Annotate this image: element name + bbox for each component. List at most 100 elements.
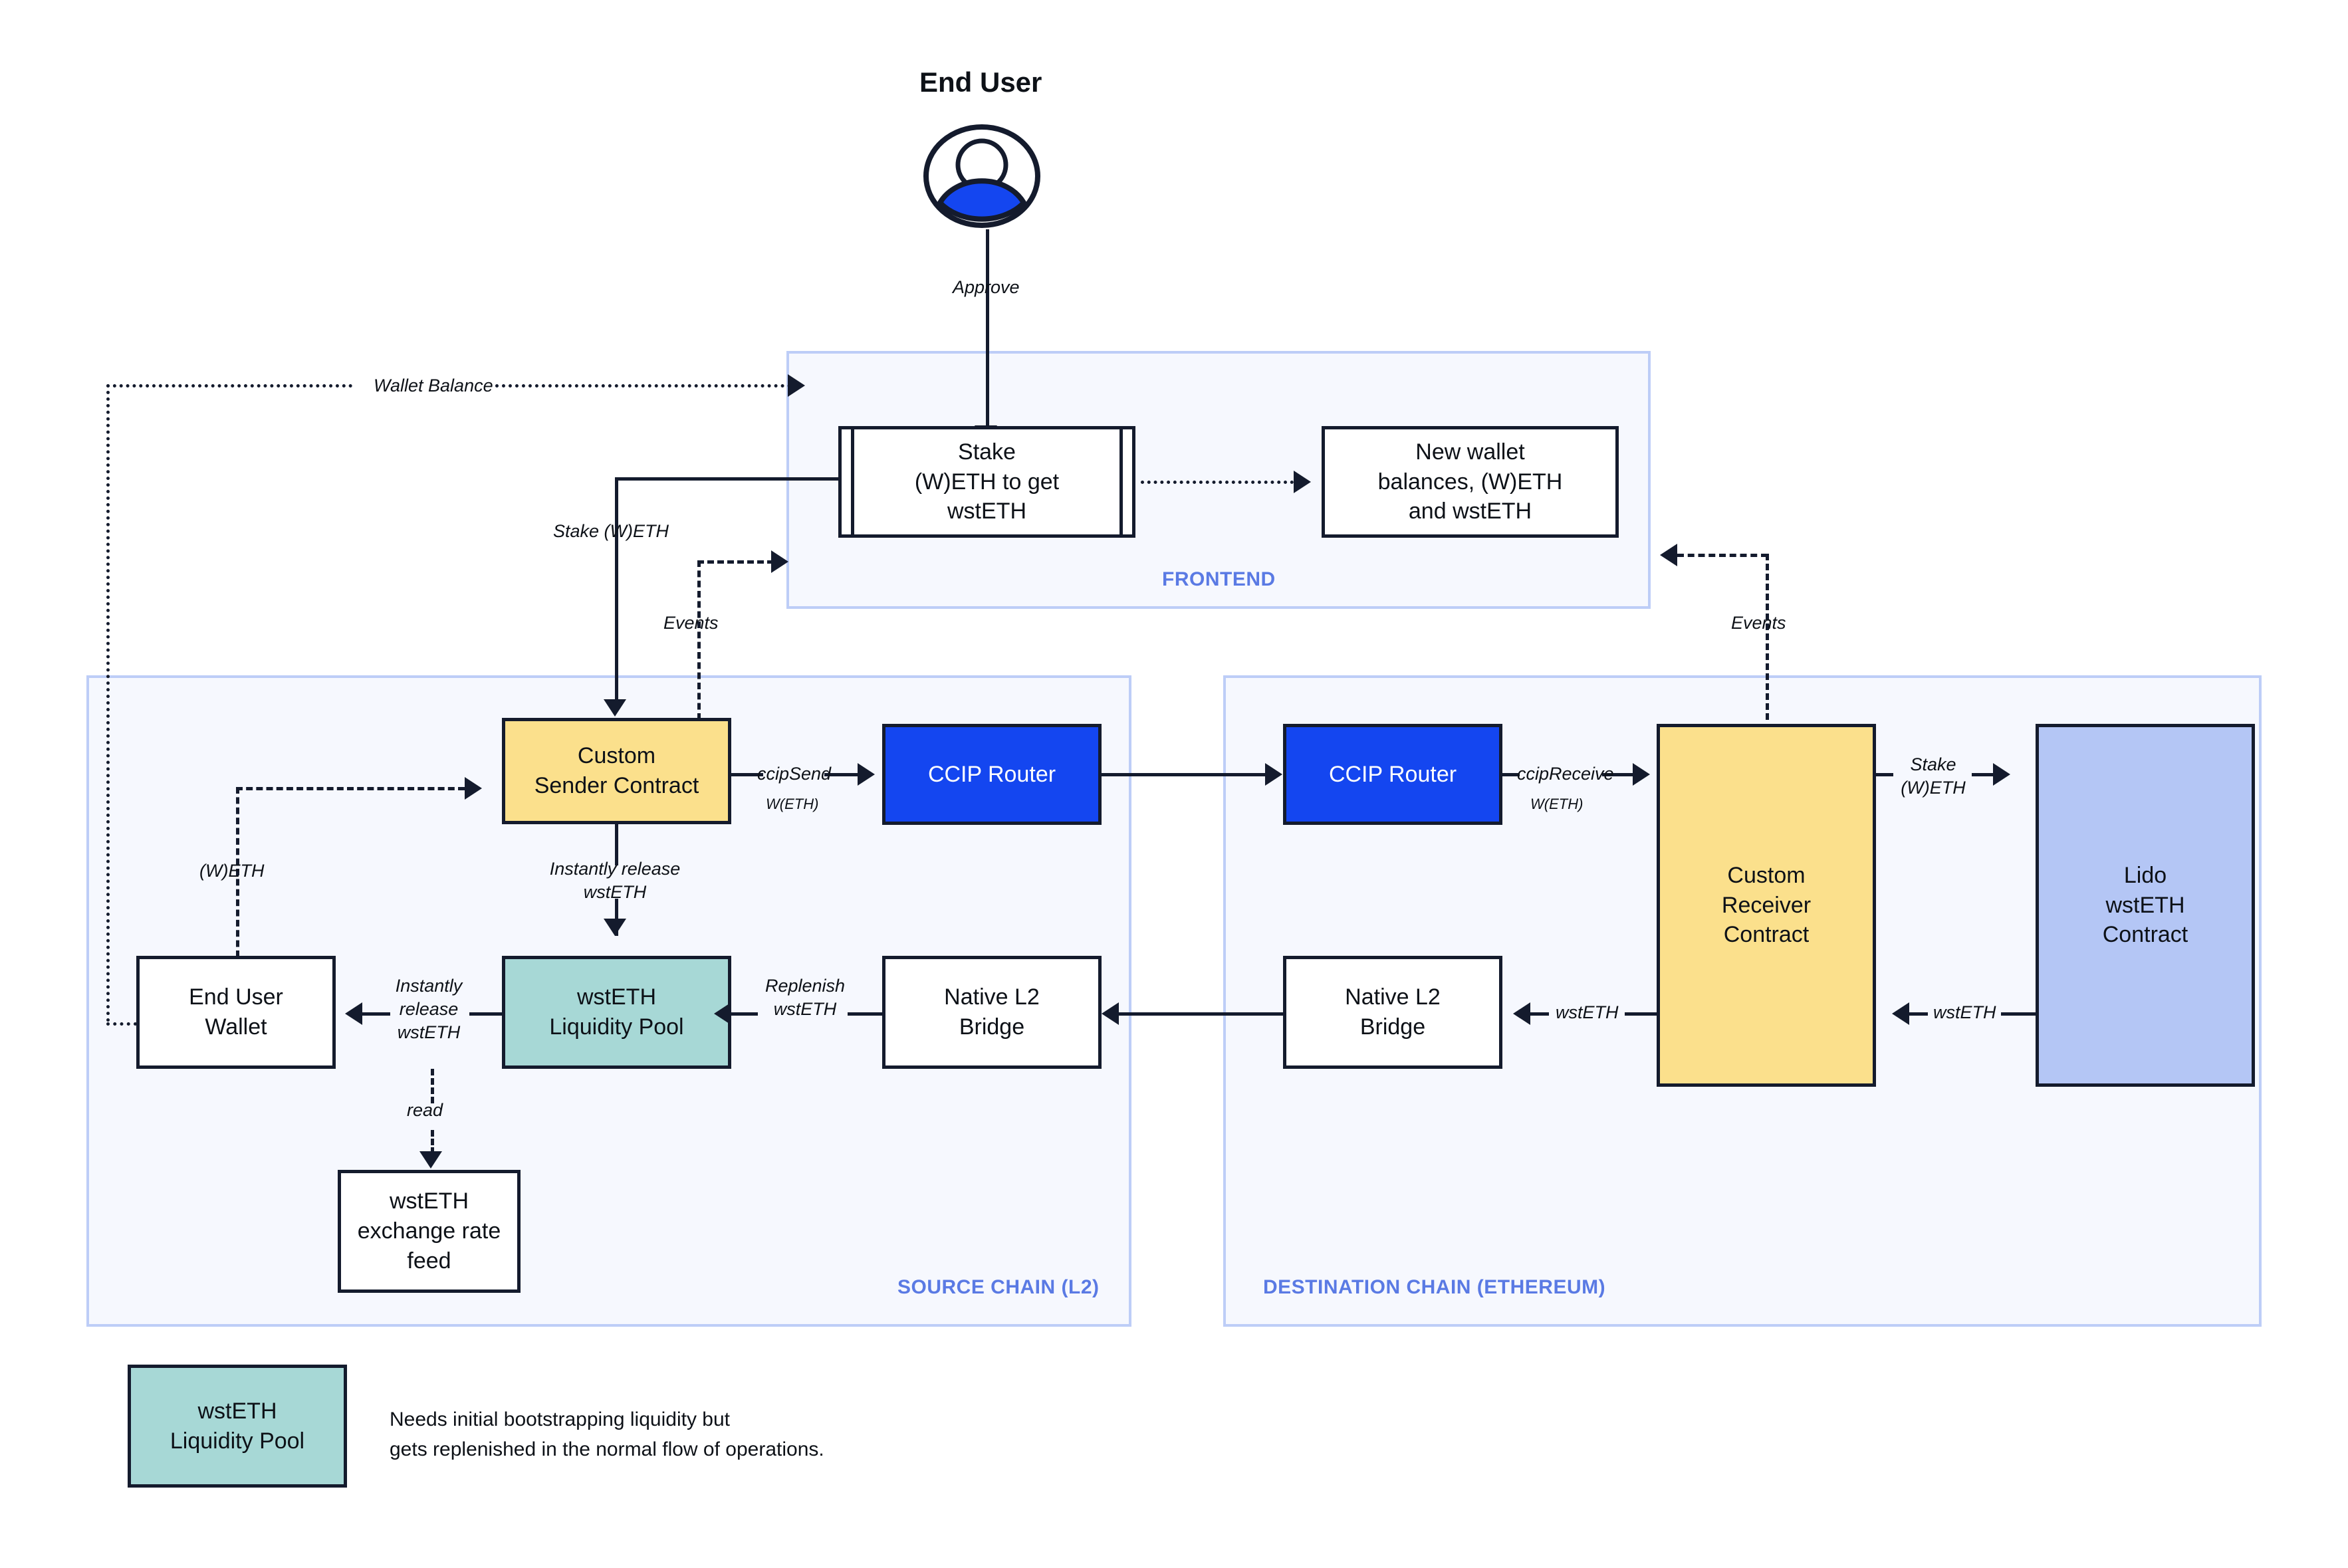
edge-label-stake-weth-dst: Stake (W)ETH [1901, 754, 1966, 798]
edge-label-stake-weth: Stake (W)ETH [553, 521, 669, 541]
node-end-user-wallet[interactable]: End User Wallet [136, 956, 336, 1069]
edge-bridge-to-pool-arrowhead [714, 1002, 731, 1025]
edge-wsteth-lido-arrowhead [1892, 1002, 1909, 1025]
edge-label-events-dst: Events [1731, 613, 1786, 633]
edge-router-to-router [1102, 773, 1265, 776]
edge-wsteth-receiver-arrowhead [1513, 1002, 1530, 1025]
node-ccip-router-source[interactable]: CCIP Router [882, 724, 1102, 825]
edge-wsteth-lido-line-b [1909, 1012, 1928, 1016]
edge-wallet-balance-horizontal-right [495, 384, 798, 388]
edge-label-ccipreceive: ccipReceive [1517, 764, 1614, 784]
edge-stake-weth-horizontal [615, 477, 841, 481]
edge-sender-to-pool-arrowhead [604, 919, 626, 936]
edge-weth-horizontal [236, 787, 465, 790]
edge-label-wsteth-lido: wstETH [1933, 1002, 1996, 1022]
edge-stakeui-to-balances-arrowhead [1294, 471, 1311, 493]
edge-events-dst-vertical [1766, 554, 1769, 720]
node-lido-wsteth-contract-label: Lido wstETH Contract [2102, 862, 2188, 948]
edge-sender-to-pool-line-b [615, 899, 618, 936]
edge-wallet-balance-stub-to-wallet [106, 1022, 137, 1026]
edge-stake-weth-dst-line-a [1876, 773, 1893, 776]
edge-stakeui-to-balances [1141, 481, 1294, 484]
edge-approve-line [986, 229, 989, 432]
edge-events-src-vertical [697, 560, 701, 720]
node-native-l2-bridge-destination[interactable]: Native L2 Bridge [1283, 956, 1502, 1069]
node-custom-sender-contract-label: Custom Sender Contract [534, 743, 699, 798]
node-wsteth-exchange-rate-feed[interactable]: wstETH exchange rate feed [338, 1170, 521, 1293]
node-custom-receiver-contract-label: Custom Receiver Contract [1721, 862, 1812, 948]
edge-ccipreceive-line-a [1502, 773, 1520, 776]
edge-ccipsend-line-a [731, 773, 763, 776]
edge-label-weth: (W)ETH [199, 861, 265, 881]
node-native-l2-bridge-destination-label: Native L2 Bridge [1345, 984, 1441, 1040]
node-stake-ui-label: Stake (W)ETH to get wstETH [914, 439, 1060, 524]
node-new-wallet-balances[interactable]: New wallet balances, (W)ETH and wstETH [1322, 426, 1619, 538]
user-avatar-icon [922, 123, 1042, 233]
edge-label-wsteth-receiver: wstETH [1556, 1002, 1619, 1022]
page-title: End User [919, 66, 1042, 98]
node-wsteth-liquidity-pool[interactable]: wstETH Liquidity Pool [502, 956, 731, 1069]
edge-label-instantly-release-pool: Instantly release wstETH [549, 859, 681, 903]
edge-label-read: read [407, 1100, 443, 1120]
edge-events-dst-horizontal [1677, 554, 1768, 557]
edge-events-dst-arrowhead [1660, 544, 1677, 566]
edge-label-replenish: Replenish wstETH [764, 976, 846, 1020]
edge-ccipreceive-line-b [1602, 773, 1633, 776]
edge-stake-weth-dst-arrowhead [1993, 763, 2010, 786]
zone-destination-chain-label: DESTINATION CHAIN (ETHEREUM) [1263, 1276, 1606, 1298]
node-custom-receiver-contract[interactable]: Custom Receiver Contract [1657, 724, 1876, 1087]
edge-weth-arrowhead [465, 777, 482, 800]
edge-label-wallet-balance: Wallet Balance [374, 376, 493, 395]
node-new-wallet-balances-label: New wallet balances, (W)ETH and wstETH [1377, 439, 1563, 524]
node-wsteth-liquidity-pool-label: wstETH Liquidity Pool [549, 984, 684, 1040]
edge-ccipreceive-arrowhead [1633, 763, 1650, 786]
edge-ccipsend-line-b [824, 773, 858, 776]
node-stake-ui[interactable]: Stake (W)ETH to get wstETH [838, 426, 1135, 538]
edge-label-approve: Approve [953, 277, 1020, 297]
edge-events-src-horizontal [697, 560, 774, 564]
edge-bridge-to-bridge [1119, 1012, 1283, 1016]
node-ccip-router-source-label: CCIP Router [927, 761, 1056, 787]
edge-wsteth-receiver-line-a [1625, 1012, 1657, 1016]
edge-pool-to-wallet-line-b [362, 1012, 390, 1016]
node-wsteth-exchange-rate-feed-label: wstETH exchange rate feed [357, 1188, 501, 1274]
legend-note: Needs initial bootstrapping liquidity bu… [390, 1408, 824, 1460]
edge-label-events-src: Events [663, 613, 719, 633]
edge-read-arrowhead [419, 1151, 442, 1169]
node-custom-sender-contract[interactable]: Custom Sender Contract [502, 718, 731, 824]
edge-wallet-balance-arrowhead [788, 374, 805, 397]
edge-bridge-to-pool-line-a [848, 1012, 882, 1016]
legend-swatch-label: wstETH Liquidity Pool [170, 1398, 305, 1454]
zone-frontend-label: FRONTEND [1162, 568, 1276, 590]
edge-stake-weth-arrowhead [604, 699, 626, 717]
node-ccip-router-destination-label: CCIP Router [1328, 761, 1457, 787]
edge-sender-to-pool-line-a [615, 824, 618, 865]
node-native-l2-bridge-source-label: Native L2 Bridge [944, 984, 1040, 1040]
zone-source-chain-label: SOURCE CHAIN (L2) [897, 1276, 1100, 1298]
node-end-user-wallet-label: End User Wallet [189, 984, 283, 1040]
edge-wsteth-receiver-line-b [1530, 1012, 1549, 1016]
edge-read-vertical-b [431, 1130, 434, 1154]
edge-stake-weth-dst-line-b [1972, 773, 1993, 776]
edge-label-ccipreceive-sub: W(ETH) [1530, 796, 1584, 812]
edge-label-ccipsend-sub: W(ETH) [766, 796, 819, 812]
edge-wallet-balance-horizontal-left [106, 384, 352, 388]
node-native-l2-bridge-source[interactable]: Native L2 Bridge [882, 956, 1102, 1069]
edge-pool-to-wallet-line-a [469, 1012, 503, 1016]
edge-weth-vertical [236, 787, 239, 957]
node-ccip-router-destination[interactable]: CCIP Router [1283, 724, 1502, 825]
edge-wsteth-lido-line-a [2001, 1012, 2036, 1016]
edge-label-instantly-release-wallet: Instantly release wstETH [395, 976, 463, 1043]
edge-wallet-balance-vertical [106, 384, 110, 1022]
edge-read-vertical-a [431, 1069, 434, 1103]
edge-events-src-arrowhead [771, 550, 788, 573]
edge-router-to-router-arrowhead [1265, 763, 1282, 786]
edge-pool-to-wallet-arrowhead [345, 1002, 362, 1025]
edge-ccipsend-arrowhead [858, 763, 875, 786]
edge-bridge-to-pool-line-b [731, 1012, 758, 1016]
edge-label-ccipsend: ccipSend [757, 764, 832, 784]
edge-bridge-to-bridge-arrowhead [1102, 1002, 1119, 1025]
edge-stake-weth-vertical [615, 477, 618, 710]
node-lido-wsteth-contract[interactable]: Lido wstETH Contract [2036, 724, 2255, 1087]
